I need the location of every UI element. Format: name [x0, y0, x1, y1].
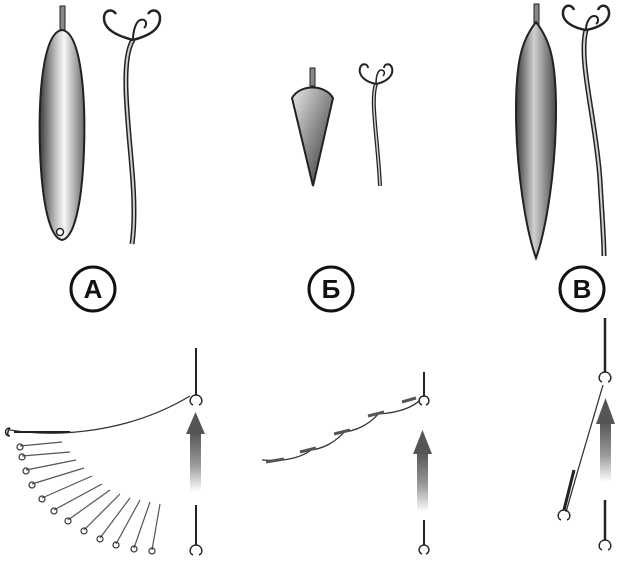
- hook-icon: [557, 469, 576, 521]
- glide-lure-marks: [265, 396, 417, 464]
- hook-icon: [189, 348, 203, 406]
- stepped-glide-path: [261, 399, 421, 462]
- motion-diagram-b: [261, 372, 432, 555]
- label-badge-v: В: [558, 265, 606, 313]
- hook-icon: [418, 372, 430, 406]
- lure-a-group: [38, 5, 162, 245]
- hook-icon: [598, 318, 612, 383]
- upward-arrow-icon: [413, 430, 432, 512]
- lure-b-group: [290, 63, 394, 187]
- hook-icon: [189, 505, 203, 556]
- motion-diagram-v: [557, 318, 615, 551]
- spindle-lure-icon: [514, 3, 558, 261]
- label-badge-b: Б: [307, 265, 355, 313]
- upward-arrow-icon: [186, 412, 205, 492]
- cone-sinker-icon: [290, 67, 335, 187]
- label-b-text: Б: [322, 274, 341, 304]
- hook-icon: [418, 520, 430, 555]
- treble-hook-icon: [561, 4, 611, 257]
- hook-icon: [598, 500, 612, 551]
- label-badge-a: А: [69, 265, 117, 313]
- label-a-text: А: [84, 274, 103, 304]
- label-v-text: В: [573, 274, 592, 304]
- fan-hook-ends: [16, 443, 156, 555]
- upward-arrow-icon: [596, 398, 615, 482]
- falling-lure-fan: [19, 441, 161, 551]
- treble-hook-icon: [358, 63, 394, 187]
- motion-diagram-a: [4, 348, 205, 556]
- spoon-lure-icon: [38, 5, 86, 242]
- lure-v-group: [514, 3, 611, 261]
- diagonal-drop-path: [565, 384, 604, 513]
- treble-hook-icon: [102, 9, 162, 245]
